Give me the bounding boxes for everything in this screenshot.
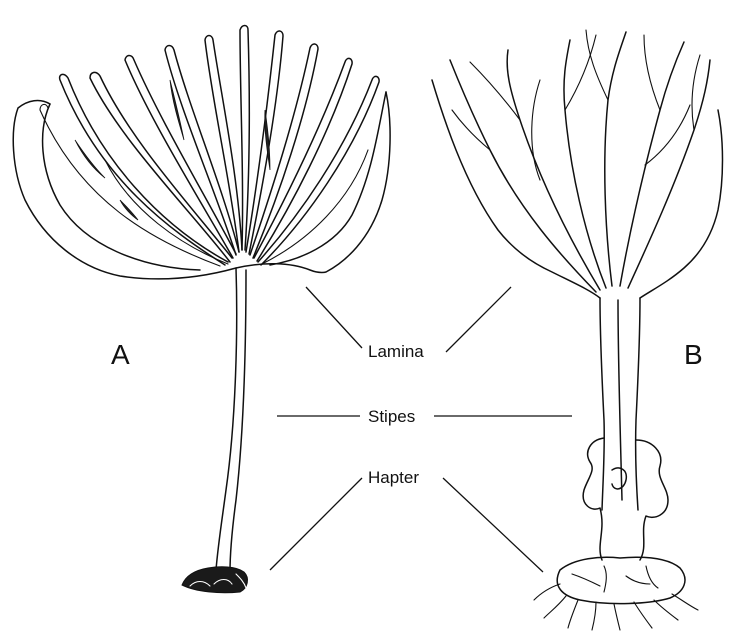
shade-a-4 bbox=[75, 140, 105, 178]
hapter-label: Hapter bbox=[366, 468, 421, 487]
frond-b-2 bbox=[564, 40, 606, 288]
frond-b-4 bbox=[620, 42, 684, 286]
leader-lamina-b bbox=[446, 287, 511, 352]
specimen-a-stipe bbox=[216, 268, 246, 572]
specimen-b-stipe bbox=[600, 298, 640, 510]
leader-lamina-a bbox=[306, 287, 362, 348]
frond-b-10 bbox=[586, 30, 608, 100]
frond-b-3 bbox=[605, 32, 626, 286]
frond-a-4 bbox=[165, 46, 239, 256]
frond-a-10 bbox=[258, 76, 379, 265]
specimen-b-label: B bbox=[684, 341, 703, 369]
specimen-a-lamina-outline bbox=[13, 92, 390, 279]
stipes-label: Stipes bbox=[366, 407, 417, 426]
specimen-a-hapter bbox=[182, 567, 247, 593]
frond-a-1 bbox=[60, 74, 228, 265]
frond-b-13 bbox=[452, 110, 490, 150]
specimen-b-roots bbox=[557, 557, 685, 603]
frond-b-11 bbox=[644, 35, 660, 110]
specimen-b-fronds bbox=[450, 30, 710, 292]
leader-hapter-a bbox=[270, 478, 362, 570]
specimen-b-wavy-hapter bbox=[583, 438, 668, 560]
frond-b-14 bbox=[645, 105, 690, 165]
specimen-b-drawing bbox=[432, 30, 723, 630]
frond-b-9 bbox=[565, 35, 596, 110]
frond-a-12 bbox=[105, 160, 228, 264]
frond-a-6 bbox=[240, 26, 249, 251]
leader-hapter-b bbox=[443, 478, 543, 572]
frond-b-7 bbox=[470, 62, 520, 120]
leader-lines bbox=[270, 287, 572, 572]
lamina-label: Lamina bbox=[366, 342, 426, 361]
specimen-a-fronds bbox=[40, 26, 379, 267]
specimen-a-label: A bbox=[111, 341, 130, 369]
frond-a-7 bbox=[246, 31, 283, 254]
frond-b-12 bbox=[692, 55, 700, 130]
frond-b-8 bbox=[532, 80, 540, 180]
specimen-a-drawing bbox=[13, 26, 390, 593]
